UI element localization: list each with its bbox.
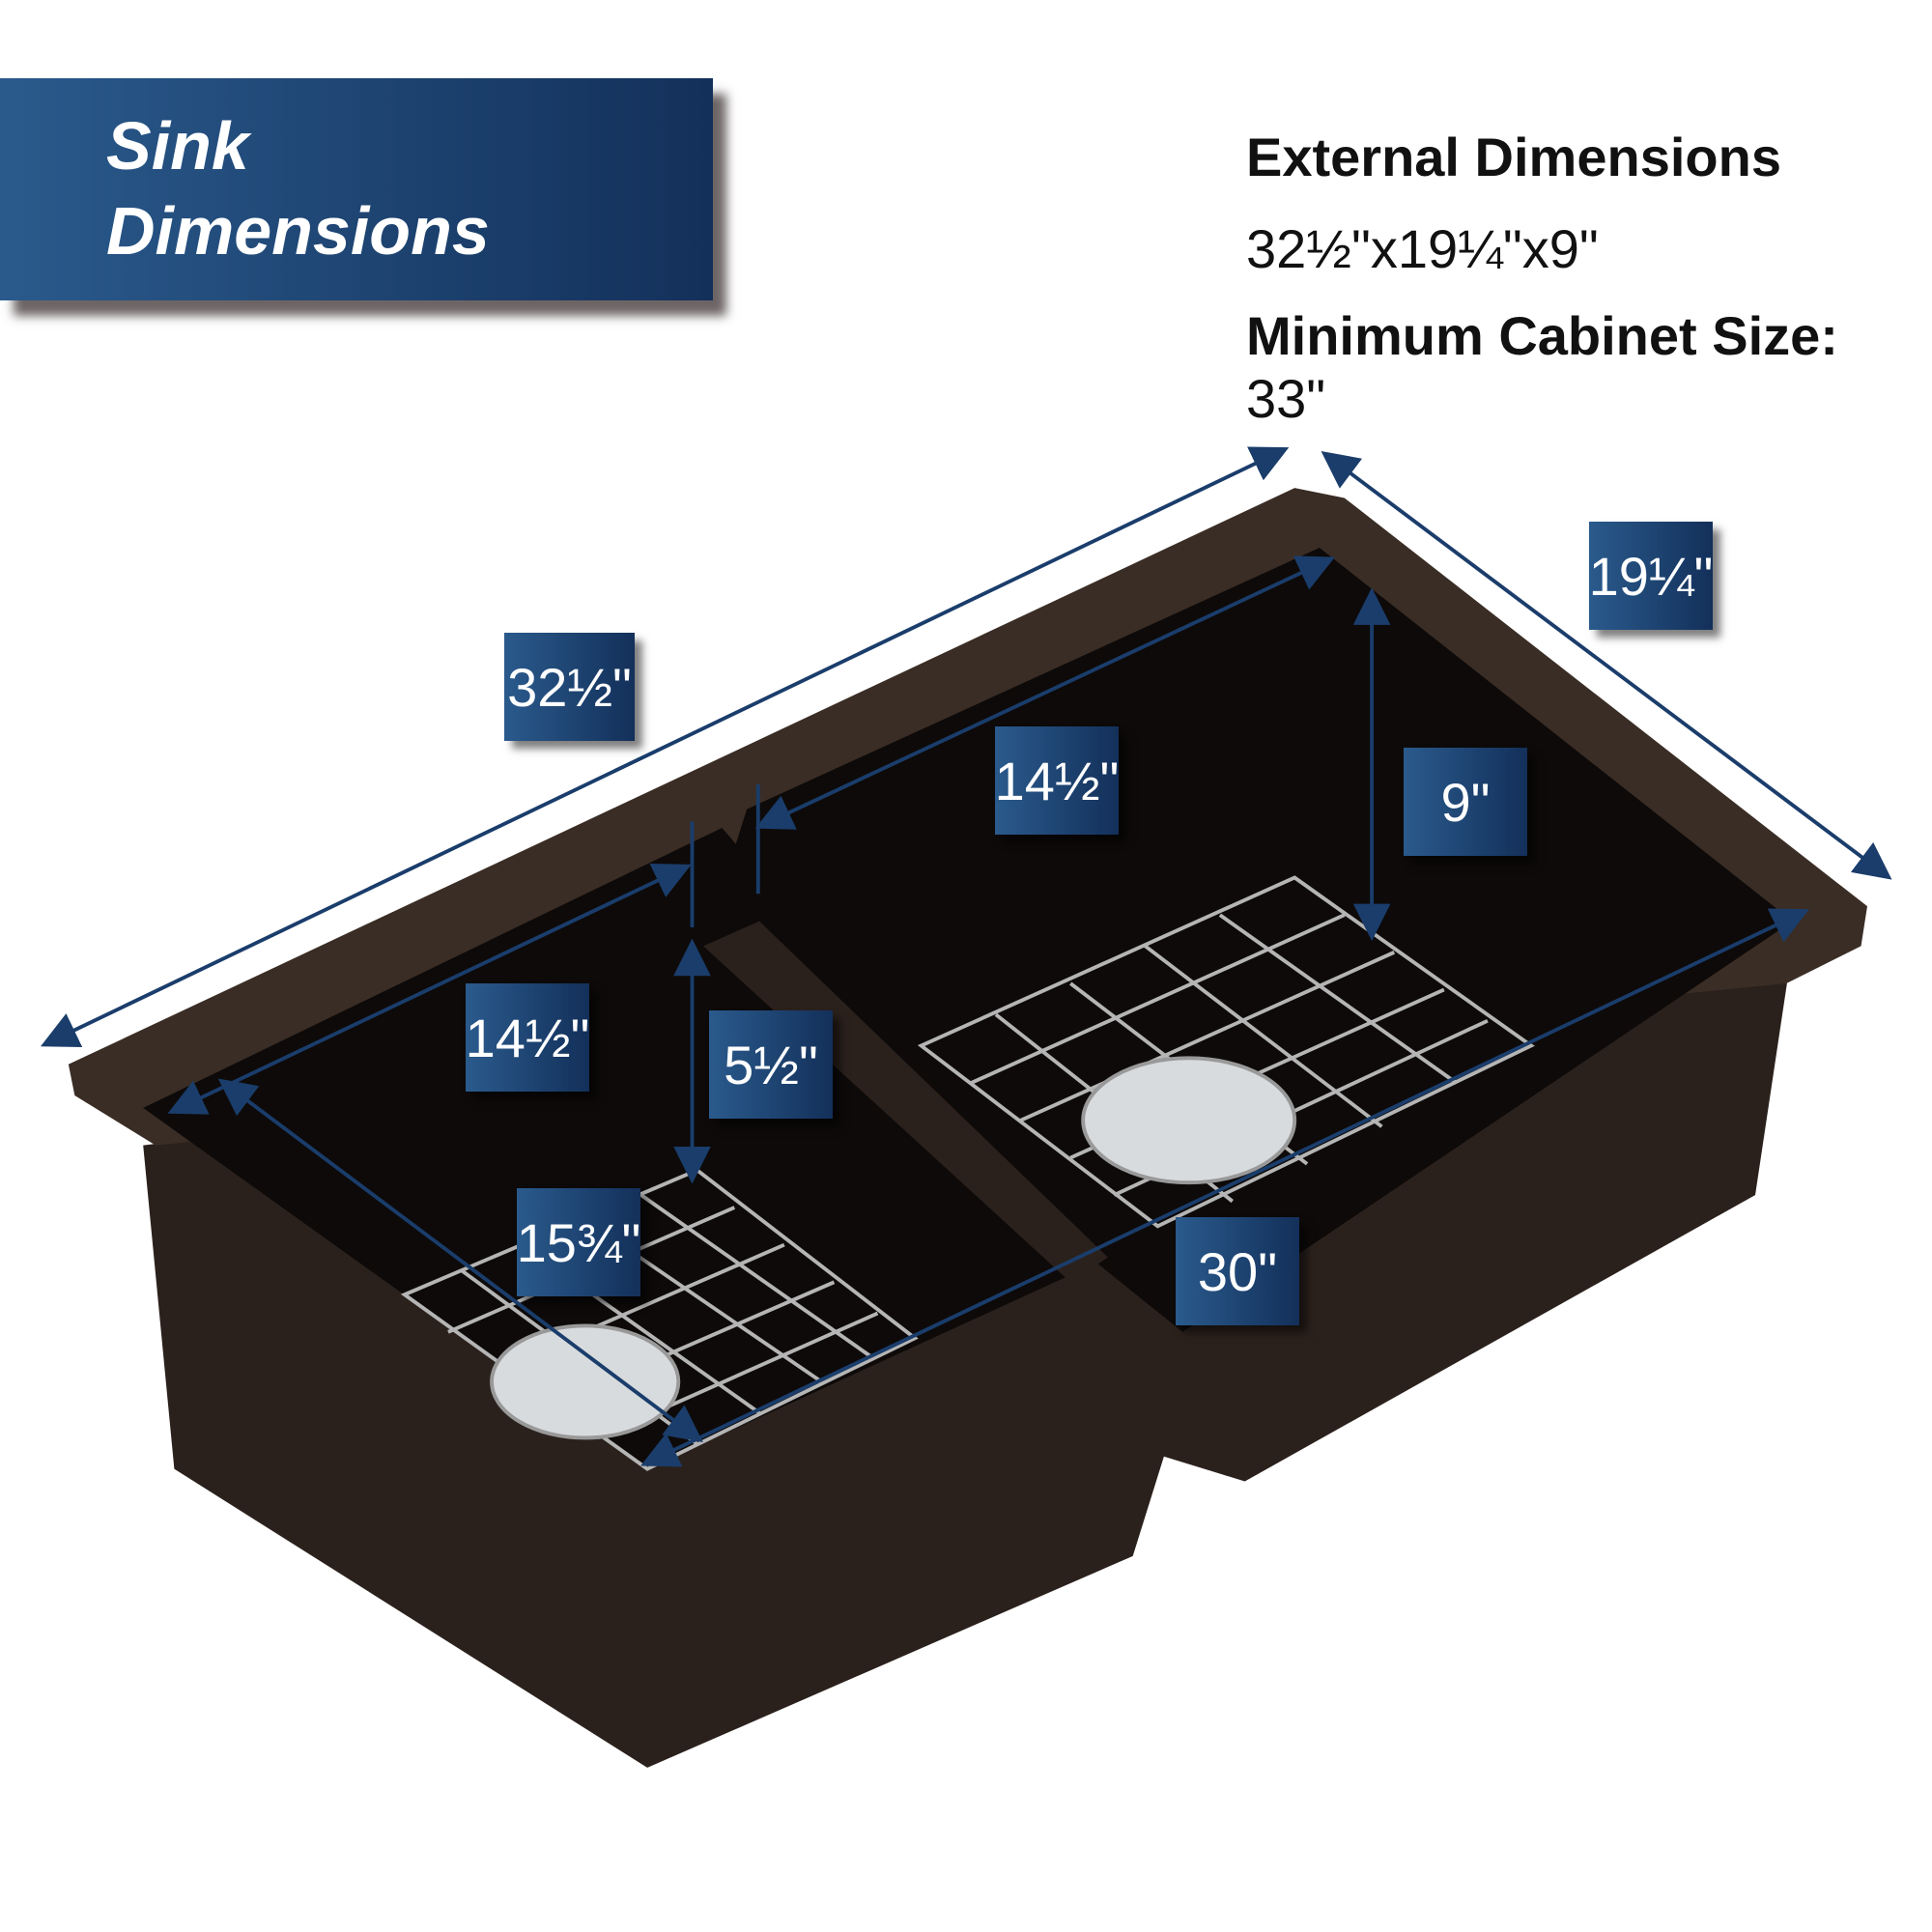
title-line-1: Sink [106, 108, 249, 184]
label-left-bowl-length: 14½" [466, 983, 589, 1092]
specs-heading: External Dimensions [1246, 127, 1781, 187]
external-dimensions: 32½"x19¼"x9" [1246, 218, 1599, 279]
label-inner-length: 30" [1176, 1217, 1299, 1325]
label-width: 19¼" [1589, 522, 1713, 630]
right-drain [1081, 1056, 1297, 1185]
label-right-bowl-length: 14½" [995, 726, 1119, 835]
label-length: 32½" [504, 633, 635, 741]
left-drain [490, 1323, 681, 1440]
label-bowl-width: 15¾" [517, 1188, 640, 1296]
label-depth: 9" [1404, 748, 1527, 856]
dimension-arrows [40, 446, 1892, 1467]
label-small-depth: 5½" [709, 1010, 833, 1119]
title-line-2: Dimensions [106, 193, 490, 269]
min-cabinet-size: Minimum Cabinet Size: 33" [1246, 305, 1838, 429]
title-banner: Sink Dimensions [0, 78, 713, 300]
